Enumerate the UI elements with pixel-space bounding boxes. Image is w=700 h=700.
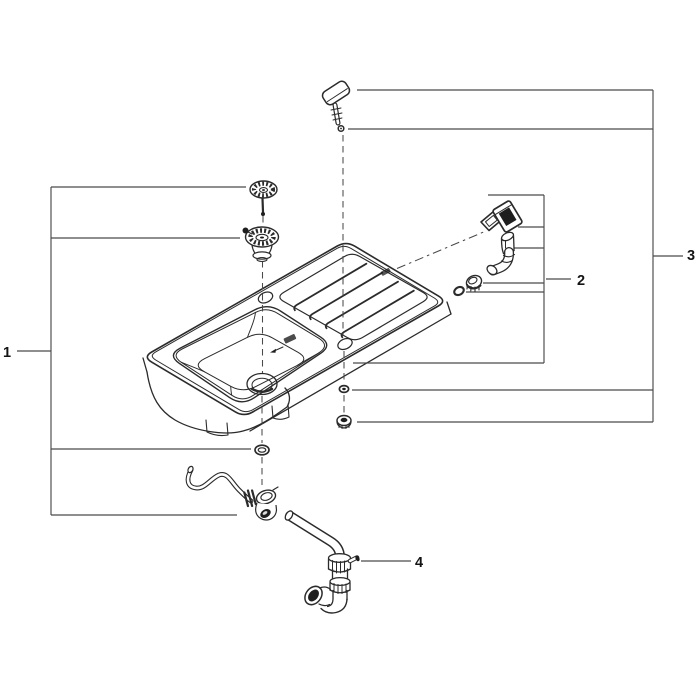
fixing-screw [321, 80, 351, 133]
sink-underside [142, 301, 452, 437]
bowl-arrow-head [270, 348, 276, 353]
sink-bowl [172, 306, 328, 403]
lock-nut [465, 274, 483, 293]
fixing-hole [337, 337, 353, 351]
assembly-axes [261, 135, 487, 485]
overflow-elbow-pipe [486, 247, 516, 276]
overflow-hose-assembly [185, 465, 279, 521]
drainboard [279, 253, 428, 341]
drain-trap-assembly [284, 510, 360, 614]
mounting-nut [336, 414, 352, 429]
drainboard-groove [293, 262, 368, 312]
sink-rim-inner [151, 245, 439, 413]
overflow-tee [243, 486, 279, 521]
sink-unit [142, 242, 452, 437]
trap-outlet-socket [304, 585, 332, 607]
seal-ring [254, 444, 270, 456]
sink-foot [271, 403, 290, 420]
strainer-knob [242, 227, 249, 234]
overflow-elbow-assembly [453, 200, 523, 297]
trap-nut-upper [327, 553, 352, 574]
tap-hole [257, 291, 274, 304]
callout-4-label: 4 [415, 555, 423, 571]
o-ring [453, 285, 465, 297]
callout-2-bracket [353, 194, 571, 364]
callout-3-label: 3 [687, 248, 695, 264]
callout-2-label: 2 [577, 273, 585, 289]
drainboard-logo-mark [380, 268, 391, 276]
strainer-basket-plug [249, 180, 278, 216]
callout-3-bracket [348, 89, 683, 423]
overflow-housing [492, 200, 523, 233]
callout-lines [17, 89, 683, 562]
drainboard-groove [324, 280, 399, 330]
strainer-body [242, 226, 280, 263]
trap-nut-lower [329, 576, 351, 594]
grohe-logo-mark [283, 334, 297, 344]
bowl-drain-hole [246, 372, 278, 396]
drainboard-groove [309, 271, 384, 321]
sink-foot [205, 419, 229, 437]
drainboard-groove [340, 289, 415, 339]
screw-washer-bottom [338, 384, 350, 394]
overflow-axis [396, 230, 487, 269]
callout-1-label: 1 [3, 345, 11, 361]
callout-1-bracket [17, 186, 251, 516]
sink-rim-outer [146, 242, 444, 416]
